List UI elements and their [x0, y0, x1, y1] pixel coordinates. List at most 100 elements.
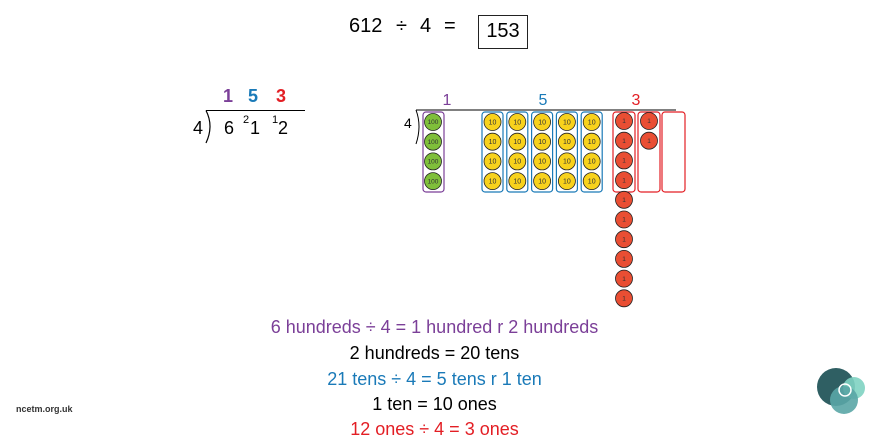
tens-counter: 10 [557, 152, 576, 171]
hundreds-group [422, 111, 445, 193]
ones-counter: 1 [615, 131, 633, 150]
svg-text:1: 1 [622, 118, 626, 125]
divisor: 4 [193, 118, 204, 138]
tens-counter: 10 [508, 113, 527, 131]
svg-text:1: 1 [647, 118, 651, 125]
equation-dividend: 612 [349, 15, 383, 37]
ones-counter: 1 [640, 112, 658, 130]
hundreds-counter: 100 [424, 152, 442, 171]
ones-counter: 1 [615, 112, 633, 130]
counter-quotient-ones: 3 [632, 92, 641, 109]
svg-text:10: 10 [513, 178, 521, 185]
counter-quotient-tens: 5 [539, 92, 548, 109]
footer-site: ncetm.org.uk [16, 404, 73, 414]
svg-text:10: 10 [489, 119, 497, 126]
tens-counter: 10 [508, 152, 527, 171]
quotient-hundreds: 1 [223, 86, 234, 106]
svg-text:10: 10 [563, 178, 571, 185]
ones-counter: 1 [615, 289, 633, 308]
svg-text:1: 1 [622, 256, 626, 263]
tens-counter: 10 [533, 172, 552, 190]
svg-text:1: 1 [622, 217, 626, 224]
step-tens-exchange: 1 ten = 10 ones [372, 394, 497, 414]
carry-to-tens: 2 [243, 114, 250, 126]
tens-counter: 10 [483, 132, 502, 151]
step-tens-division: 21 tens ÷ 4 = 5 tens r 1 ten [327, 369, 542, 389]
tens-counter: 10 [557, 132, 576, 151]
svg-text:10: 10 [513, 119, 521, 126]
svg-text:10: 10 [538, 119, 546, 126]
tens-counter: 10 [508, 132, 527, 151]
svg-text:10: 10 [563, 159, 571, 166]
svg-text:10: 10 [513, 159, 521, 166]
svg-text:10: 10 [588, 119, 596, 126]
svg-text:1: 1 [622, 295, 626, 302]
svg-text:100: 100 [428, 178, 439, 185]
hundreds-counter: 100 [424, 132, 442, 151]
tens-counter: 10 [557, 113, 576, 131]
step-hundreds-exchange: 2 hundreds = 20 tens [349, 343, 520, 363]
tens-counter: 10 [483, 152, 502, 171]
answer-box: 153 [478, 15, 528, 49]
tens-counter: 10 [483, 172, 502, 190]
quotient-tens: 5 [248, 86, 259, 106]
carry-to-ones: 1 [272, 114, 279, 126]
ones-group [637, 111, 661, 193]
ncetm-logo-icon [817, 368, 865, 414]
ones-counter: 1 [615, 269, 633, 288]
ones-group [661, 111, 686, 193]
svg-text:10: 10 [588, 139, 596, 146]
svg-text:1: 1 [622, 138, 626, 145]
tens-counter: 10 [533, 113, 552, 131]
svg-text:1: 1 [647, 138, 651, 145]
dividend-digit-tens: 1 [250, 118, 261, 138]
svg-text:1: 1 [622, 236, 626, 243]
tens-counter: 10 [582, 152, 601, 171]
svg-text:1: 1 [622, 276, 626, 283]
svg-text:100: 100 [428, 159, 439, 166]
counter-divisor: 4 [404, 115, 412, 131]
svg-text:10: 10 [563, 119, 571, 126]
svg-text:10: 10 [489, 178, 497, 185]
counters-diagram: 1 5 3 4 10010010010010101010101010101010… [404, 92, 686, 308]
tens-counter: 10 [557, 172, 576, 190]
svg-text:10: 10 [588, 159, 596, 166]
tens-counter: 10 [582, 132, 601, 151]
quotient-ones: 3 [276, 86, 287, 106]
counter-quotient-hundreds: 1 [443, 92, 452, 109]
step-hundreds-division: 6 hundreds ÷ 4 = 1 hundred r 2 hundreds [270, 317, 599, 337]
svg-text:10: 10 [538, 159, 546, 166]
dividend-digit-ones: 2 [278, 118, 289, 138]
ones-counter: 1 [615, 171, 633, 189]
tens-group [531, 111, 554, 193]
hundreds-counter: 100 [424, 172, 442, 190]
step-ones-division: 12 ones ÷ 4 = 3 ones [350, 419, 519, 439]
counter-groups: 100 100 100 100 10 10 10 10 10 10 10 10 10 10 10 10 10 10… [422, 111, 686, 308]
tens-counter: 10 [582, 172, 601, 190]
svg-text:1: 1 [622, 197, 626, 204]
tens-counter: 10 [533, 152, 552, 171]
tens-group [555, 111, 578, 193]
svg-text:10: 10 [538, 178, 546, 185]
svg-text:10: 10 [538, 139, 546, 146]
svg-text:1: 1 [622, 177, 626, 184]
tens-group [481, 111, 504, 193]
ones-counter: 1 [615, 249, 633, 268]
svg-text:100: 100 [428, 139, 439, 146]
equation-divisor: 4 [420, 15, 432, 37]
svg-text:10: 10 [489, 139, 497, 146]
svg-text:10: 10 [563, 139, 571, 146]
ones-counter: 1 [615, 190, 633, 209]
tens-counter: 10 [582, 113, 601, 131]
tens-group [506, 111, 529, 193]
dividend-digit-hundreds: 6 [224, 118, 235, 138]
svg-text:10: 10 [513, 139, 521, 146]
division-bracket [205, 110, 305, 144]
ones-counter: 1 [615, 151, 633, 170]
svg-text:10: 10 [588, 178, 596, 185]
equation: 612 ÷ 4 = 153 [0, 8, 869, 49]
ones-counter: 1 [615, 230, 633, 249]
hundreds-counter: 100 [424, 113, 442, 131]
equation-operator: ÷ [396, 15, 407, 37]
